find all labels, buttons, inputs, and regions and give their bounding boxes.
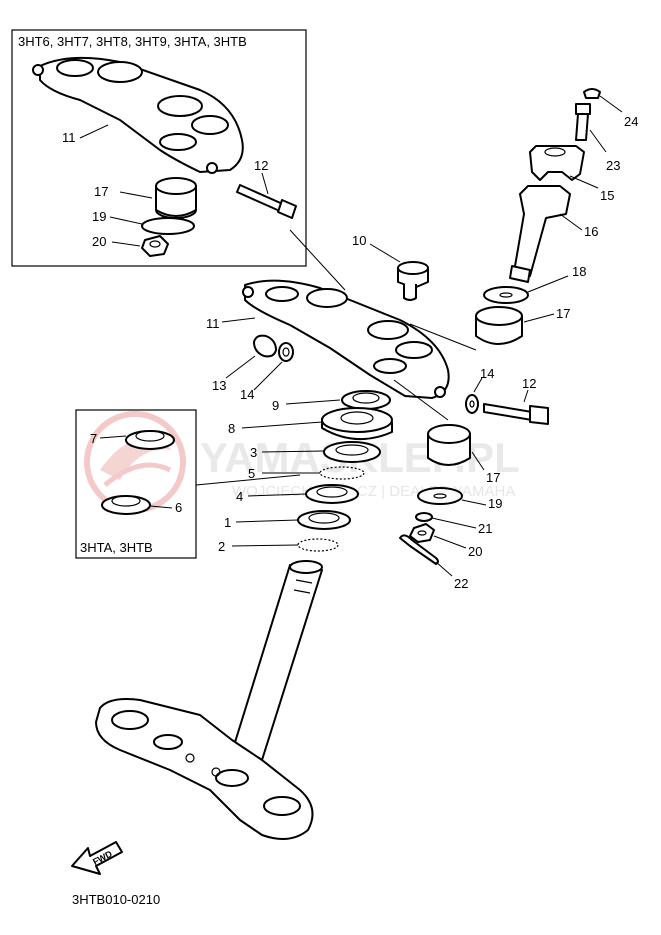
- callout-15: 15: [600, 188, 614, 203]
- callout-19-inset: 19: [92, 209, 106, 224]
- bolt-23: 23: [575, 103, 620, 173]
- bolt-12: 12: [483, 376, 549, 425]
- callout-11-inset: 11: [62, 130, 76, 145]
- callout-23: 23: [606, 158, 620, 173]
- bearing-race-4: 4: [236, 484, 359, 504]
- spacer-17-right: 17: [475, 306, 570, 345]
- drawing-code: 3HTB010-0210: [72, 892, 160, 907]
- callout-4: 4: [236, 489, 243, 504]
- callout-11: 11: [206, 316, 220, 331]
- nut-20: 20: [409, 523, 482, 559]
- callout-13: 13: [212, 378, 226, 393]
- watermark-logo-icon: [84, 411, 186, 513]
- washer-18: 18: [483, 264, 586, 304]
- callout-3: 3: [250, 445, 257, 460]
- callout-14-right: 14: [480, 366, 494, 381]
- fwd-arrow-icon: FWD: [71, 841, 123, 875]
- watermark-subtext: WOJCIECH KRÓLCZ | DEALER YAMAHA: [232, 483, 515, 500]
- callout-18: 18: [572, 264, 586, 279]
- washer-19: 19: [417, 487, 502, 511]
- callout-14-left: 14: [240, 387, 254, 402]
- callout-10: 10: [352, 233, 366, 248]
- inset-bearing-race-6: [101, 495, 151, 515]
- callout-24: 24: [624, 114, 638, 129]
- bearing-race-1: 1: [224, 510, 351, 530]
- callout-17-right: 17: [556, 306, 570, 321]
- inset-top-variants: 3HT6, 3HT7, 3HT8, 3HT9, 3HTA, 3HTB: [18, 34, 247, 49]
- callout-20: 20: [468, 544, 482, 559]
- ball-bearing-2: 2: [218, 538, 339, 554]
- callout-6: 6: [175, 500, 182, 515]
- ball-bearing-5: 5: [248, 466, 365, 481]
- cap-13: 13: [212, 334, 277, 393]
- upper-bracket-11: 11: [206, 279, 450, 399]
- lower-bracket-stem: [95, 560, 323, 840]
- callout-8: 8: [228, 421, 235, 436]
- callout-17-lower: 17: [486, 470, 500, 485]
- inset-left-box: 3HTA, 3HTB 7 6: [75, 409, 301, 559]
- callout-9: 9: [272, 398, 279, 413]
- callout-16: 16: [584, 224, 598, 239]
- callout-12: 12: [522, 376, 536, 391]
- callout-22: 22: [454, 576, 468, 591]
- callout-17-inset: 17: [94, 184, 108, 199]
- ring-nut-9: 9: [272, 390, 391, 413]
- holder-lower-16: 16: [509, 185, 598, 283]
- bolt-10: 10: [352, 233, 429, 301]
- washer-21: 21: [415, 512, 492, 536]
- cotter-pin-22: 22: [399, 534, 468, 591]
- callout-2: 2: [218, 539, 225, 554]
- inset-left-variants: 3HTA, 3HTB: [80, 540, 153, 555]
- washer-14-left: 14: [240, 342, 294, 402]
- callout-21: 21: [478, 521, 492, 536]
- cover-8: 8: [228, 407, 393, 441]
- bolt-24: 24: [583, 88, 638, 129]
- callout-20-inset: 20: [92, 234, 106, 249]
- inset-bolt-12: [236, 184, 297, 219]
- spacer-17-lower: 17: [427, 424, 500, 485]
- holder-upper-15: 15: [529, 145, 614, 203]
- inset-nut-20: [141, 235, 169, 257]
- inset-top-box: 3HT6, 3HT7, 3HT8, 3HT9, 3HTA, 3HTB: [11, 29, 346, 291]
- callout-19: 19: [488, 496, 502, 511]
- inset-upper-bracket: [32, 56, 244, 174]
- washer-14-right: 14: [465, 366, 494, 414]
- inset-bearing-race-7: [125, 430, 175, 450]
- callout-12-inset: 12: [254, 158, 268, 173]
- inset-washer-19: [141, 217, 195, 235]
- callout-1: 1: [224, 515, 231, 530]
- callout-7: 7: [90, 431, 97, 446]
- bearing-race-3: 3: [250, 441, 381, 463]
- callout-5: 5: [248, 466, 255, 481]
- inset-spacer-17: [155, 177, 197, 219]
